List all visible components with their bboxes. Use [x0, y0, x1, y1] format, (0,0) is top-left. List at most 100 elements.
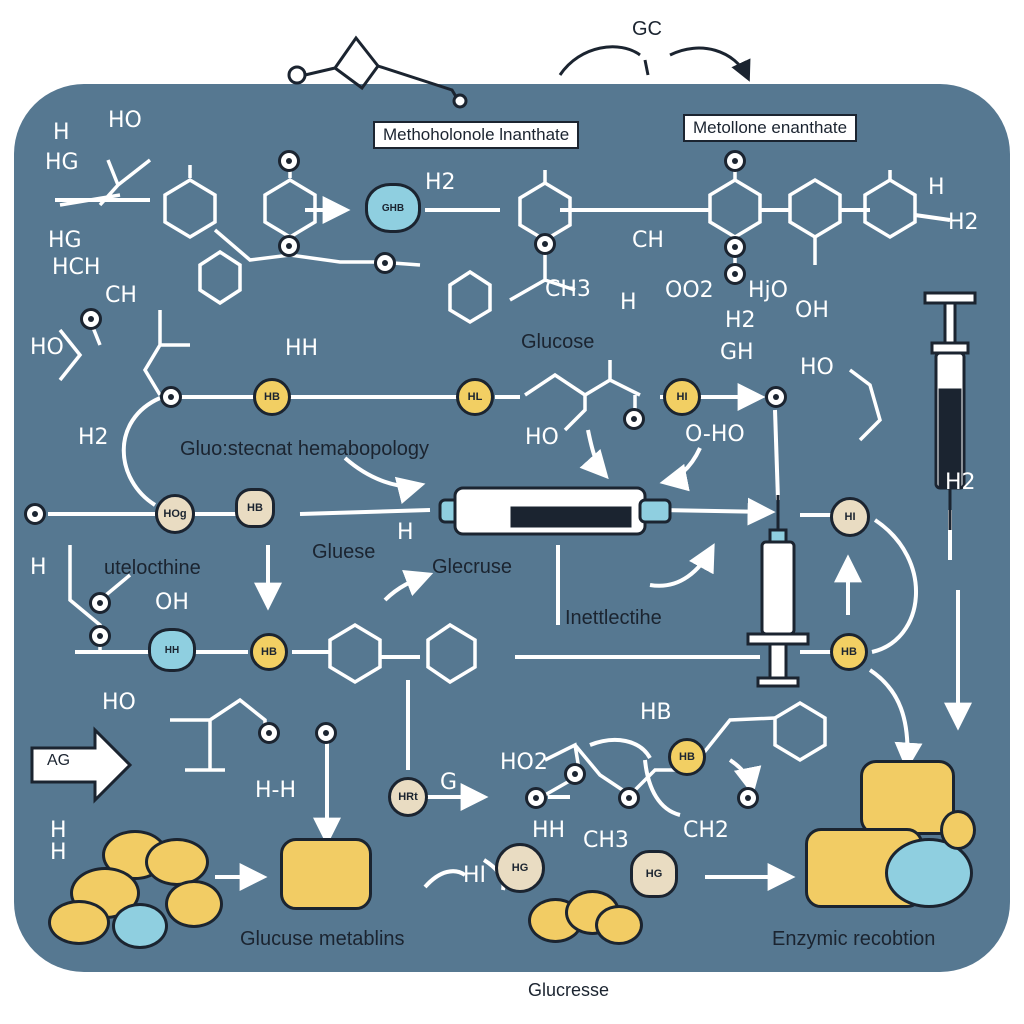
junction-dot: [525, 787, 547, 809]
node-hb-2: HB: [250, 633, 288, 671]
potato-pill: [940, 810, 976, 850]
label-gluese: Gluese: [312, 541, 376, 563]
blue-node-top: GHB: [365, 183, 421, 233]
syringe-horizontal: [438, 486, 672, 536]
label-metollone: Metollone enanthate: [683, 114, 858, 142]
junction-dot: [315, 722, 337, 744]
chem-text: H: [30, 555, 47, 580]
chem-text: HO2: [500, 750, 548, 775]
node-hg-2: HG: [630, 850, 678, 898]
chem-text: OH: [795, 298, 829, 323]
node-hg: HG: [495, 843, 545, 893]
label-inettlectihe: Inettlectihe: [565, 607, 662, 629]
chem-text: HH: [532, 818, 566, 843]
junction-dot: [278, 150, 300, 172]
chem-text: HO: [800, 355, 834, 380]
chem-text: HB: [640, 700, 672, 725]
junction-dot: [737, 787, 759, 809]
chem-text: CH3: [545, 277, 591, 302]
node-hl: HL: [456, 378, 494, 416]
chem-text: H2: [948, 210, 979, 235]
label-enzymic-recobtion: Enzymic recobtion: [772, 928, 936, 950]
label-methoholonole: Methoholonole lnanthate: [373, 121, 580, 149]
syringe-vertical: [746, 495, 810, 688]
chem-text: HH: [285, 336, 319, 361]
chem-text: H2: [78, 425, 109, 450]
label-gluo-hemato: Gluo:stecnat hemabopology: [180, 438, 430, 460]
label-glucuse-metablins: Glucuse metablins: [240, 928, 405, 950]
chem-text: H: [620, 290, 637, 315]
chem-text: HO: [108, 108, 142, 133]
chem-text: H2: [725, 308, 756, 333]
junction-dot: [618, 787, 640, 809]
chem-text: H: [53, 120, 70, 145]
blue-pill: [112, 903, 168, 949]
node-hb-rock: HB: [235, 488, 275, 528]
chem-text: CH: [632, 228, 664, 253]
chem-text: CH: [105, 283, 137, 308]
syringe-top: [923, 291, 977, 530]
node-hrt: HRt: [388, 777, 428, 817]
junction-dot: [724, 150, 746, 172]
label-gc: GC: [632, 18, 662, 40]
junction-dot: [160, 386, 182, 408]
chem-text: H: [928, 175, 945, 200]
chem-text: HO: [30, 335, 64, 360]
junction-dot: [24, 503, 46, 525]
chem-text: O-HO: [685, 422, 745, 447]
junction-dot: [278, 235, 300, 257]
chem-text: CH3: [583, 828, 629, 853]
junction-dot: [534, 233, 556, 255]
chem-text: CH2: [683, 818, 729, 843]
chem-text: H2: [425, 170, 456, 195]
chem-text: G: [440, 770, 458, 795]
junction-dot: [258, 722, 280, 744]
node-hb-4: HB: [668, 738, 706, 776]
ag-arrow: [30, 726, 133, 804]
chem-text: H2: [945, 470, 976, 495]
label-ag: AG: [47, 752, 71, 769]
chem-text: H: [397, 520, 414, 545]
node-hb-3: HB: [830, 633, 868, 671]
label-glecruse: Glecruse: [432, 556, 513, 578]
potato-pill: [145, 838, 209, 886]
chem-text: HO: [525, 425, 559, 450]
potato-pill: [48, 900, 110, 945]
chem-text: OH: [155, 590, 189, 615]
chem-text: H-H: [255, 778, 297, 803]
potato-pill: [165, 880, 223, 928]
chem-text: HCH: [52, 255, 101, 280]
junction-dot: [564, 763, 586, 785]
junction-dot: [89, 625, 111, 647]
chem-text: HG: [48, 228, 82, 253]
chem-text: HG: [45, 150, 79, 175]
junction-dot: [80, 308, 102, 330]
node-hi-tan: HI: [830, 497, 870, 537]
node-hi: HI: [663, 378, 701, 416]
node-hog: HOg: [155, 494, 195, 534]
potato-pill: [595, 905, 643, 945]
chem-text: H H: [50, 818, 67, 865]
junction-dot: [724, 263, 746, 285]
junction-dot: [374, 252, 396, 274]
chem-text: HjO: [748, 278, 788, 303]
chem-text: HO: [102, 690, 136, 715]
junction-dot: [89, 592, 111, 614]
blue-pill: [885, 838, 973, 908]
top-molecule: [287, 35, 751, 109]
junction-dot: [765, 386, 787, 408]
sponge-block: [280, 838, 372, 910]
junction-dot: [724, 236, 746, 258]
node-hb: HB: [253, 378, 291, 416]
blue-node-left: HH: [148, 628, 196, 672]
junction-dot: [623, 408, 645, 430]
label-glucresse: Glucresse: [528, 980, 610, 1000]
label-glucose: Glucose: [521, 331, 595, 353]
chem-text: OO2: [665, 278, 714, 303]
chem-text: HI: [463, 863, 487, 888]
label-utelocthine: utelocthine: [104, 557, 201, 579]
chem-text: GH: [720, 340, 754, 365]
sponge-block: [860, 760, 955, 835]
